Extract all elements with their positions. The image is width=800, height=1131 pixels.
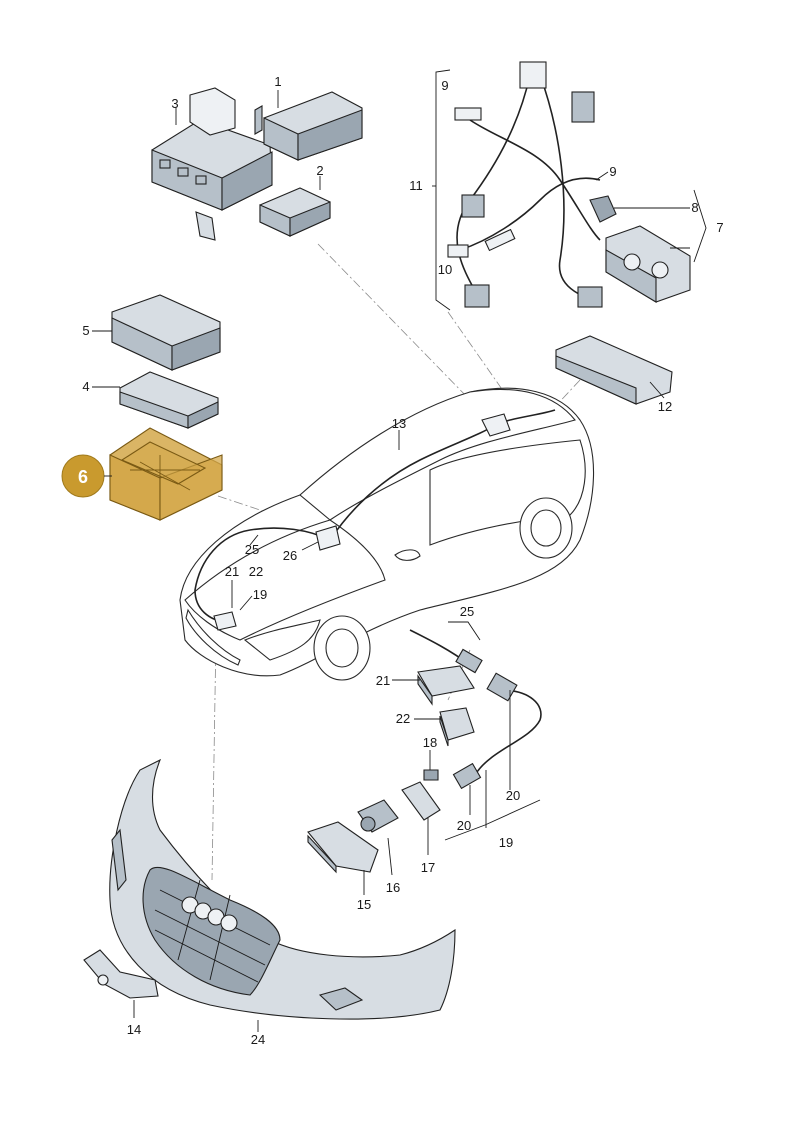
callout-2: 2 <box>316 163 323 178</box>
part-1-control-unit <box>263 91 363 161</box>
car-body <box>179 387 595 681</box>
callout-4: 4 <box>82 379 89 394</box>
callout-8: 8 <box>691 200 698 215</box>
callout-25-harness: 25 <box>460 604 474 619</box>
callout-21-right: 21 <box>376 673 390 688</box>
callout-6: 6 <box>78 467 88 487</box>
callout-3: 3 <box>171 96 178 111</box>
part-24-front-bumper <box>109 758 456 1020</box>
callout-9-top: 9 <box>441 78 448 93</box>
part-12-bracket <box>555 335 673 405</box>
part-8-connector <box>589 195 617 223</box>
part-25-sensor-harness <box>409 629 542 790</box>
part-6-bracket-highlighted <box>109 427 223 521</box>
callout-20-upper: 20 <box>506 788 520 803</box>
part-18-screw <box>423 769 439 781</box>
part-22-holder <box>439 707 475 747</box>
callout-20-lower: 20 <box>457 818 471 833</box>
callout-18: 18 <box>423 735 437 750</box>
callout-13: 13 <box>392 416 406 431</box>
callout-10: 10 <box>438 262 452 277</box>
callout-1: 1 <box>274 74 281 89</box>
callout-9-right: 9 <box>609 164 616 179</box>
callout-19-car: 19 <box>253 587 267 602</box>
part-17-bracket <box>401 781 441 821</box>
leader-lines <box>92 69 707 1032</box>
callout-6-badge: 6 <box>61 454 105 498</box>
part-5-control-unit <box>111 294 221 371</box>
callout-7: 7 <box>716 220 723 235</box>
callout-22-right: 22 <box>396 711 410 726</box>
callout-15: 15 <box>357 897 371 912</box>
callout-labels: 1 2 3 4 5 7 8 9 9 10 11 12 13 14 15 16 1… <box>82 74 723 1047</box>
part-14-bracket <box>83 949 159 999</box>
part-11-wiring-harness <box>447 61 603 308</box>
part-3-relay-carrier <box>151 87 273 241</box>
part-2-module <box>259 187 331 237</box>
callout-14: 14 <box>127 1022 141 1037</box>
callout-25-car: 25 <box>245 542 259 557</box>
callout-26: 26 <box>283 548 297 563</box>
callout-12: 12 <box>658 399 672 414</box>
part-15-bracket <box>307 821 379 874</box>
callout-19-harness: 19 <box>499 835 513 850</box>
callout-22-car: 22 <box>249 564 263 579</box>
callout-17: 17 <box>421 860 435 875</box>
callout-21-car: 21 <box>225 564 239 579</box>
audi-rings-logo <box>181 896 238 932</box>
callout-24: 24 <box>251 1032 265 1047</box>
callout-5: 5 <box>82 323 89 338</box>
part-4-control-unit <box>119 371 219 429</box>
part-16-sensor <box>357 799 399 833</box>
part-21-clip <box>417 665 475 706</box>
callout-11: 11 <box>409 178 423 193</box>
callout-16: 16 <box>386 880 400 895</box>
part-13-body-harness <box>194 409 556 631</box>
part-7-bracket <box>605 225 691 303</box>
